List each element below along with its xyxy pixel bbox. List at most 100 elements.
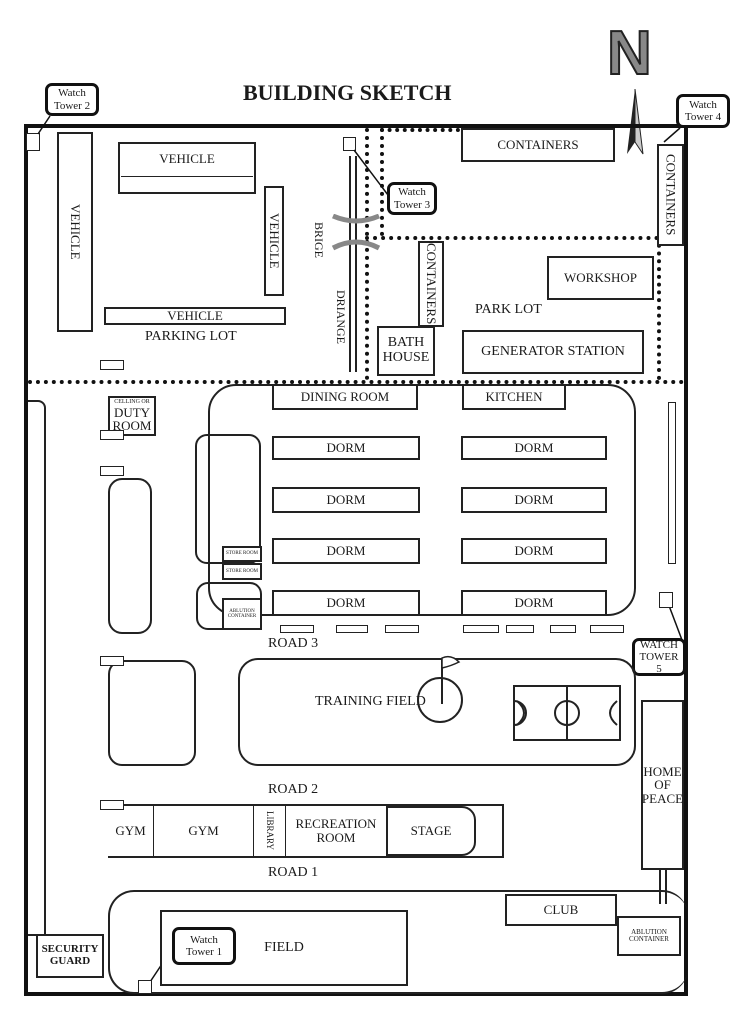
training-field-label: TRAINING FIELD [315, 694, 426, 709]
callout-watch-tower-4: Watch Tower 4 [676, 94, 730, 128]
store-room-2-label: STORE ROOM [226, 568, 258, 574]
dorm-4-label: DORM [514, 492, 554, 508]
dorm-3: DORM [272, 487, 420, 513]
security-guard: SECURITY GUARD [36, 934, 104, 978]
generator-station: GENERATOR STATION [462, 330, 644, 374]
vehicle-top-inner [121, 176, 253, 191]
containers-top-label: CONTAINERS [497, 137, 579, 153]
dotted-divider-inner [365, 236, 675, 240]
flag-circle-icon [417, 655, 463, 723]
stage: STAGE [386, 806, 476, 856]
ablution-container: ABLUTION CONTAINER [617, 916, 681, 956]
left-marker-5 [100, 800, 124, 810]
containers-mid-label: CONTAINERS [423, 243, 439, 325]
drainage-label: DRIANGE [334, 290, 348, 344]
dotted-divider-right [657, 236, 661, 380]
gym-2: GYM [154, 806, 254, 856]
watch-tower-3-marker [343, 137, 356, 151]
vehicle-top: VEHICLE [118, 142, 256, 194]
callout-watch-tower-1: Watch Tower 1 [172, 927, 236, 965]
ablution-small-label: ABLUTION CONTAINER [227, 608, 257, 619]
dorm-compound [208, 384, 636, 616]
road3-dash-1 [280, 625, 314, 633]
training-field [238, 658, 636, 766]
duty-room-label: DUTY ROOM [112, 404, 152, 434]
vehicle-top-label: VEHICLE [159, 151, 215, 166]
parking-lot-label: PARKING LOT [145, 329, 237, 344]
recreation-room-label: RECREATION ROOM [295, 816, 377, 845]
vehicle-left-label: VEHICLE [67, 204, 83, 260]
dorm-4: DORM [461, 487, 607, 513]
dining-room-label: DINING ROOM [300, 389, 390, 405]
road3-dash-2 [336, 625, 368, 633]
vehicle-right: VEHICLE [264, 186, 284, 296]
dining-room: DINING ROOM [272, 384, 418, 410]
generator-station-label: GENERATOR STATION [481, 343, 625, 359]
gym-2-label: GYM [188, 823, 219, 839]
callout-watch-tower-2: Watch Tower 2 [45, 83, 99, 116]
north-letter: N [606, 18, 653, 89]
dotted-divider-dashed-top [380, 128, 460, 132]
bath-house-label: BATH HOUSE [382, 335, 430, 365]
dorm-1-label: DORM [326, 440, 366, 456]
road-3-label: ROAD 3 [268, 636, 319, 651]
ablution-container-small: ABLUTION CONTAINER [222, 598, 262, 630]
containers-right-label: CONTAINERS [663, 154, 679, 236]
containers-mid: CONTAINERS [418, 241, 444, 327]
dorm-8-label: DORM [514, 595, 554, 611]
dotted-divider-vertical-1 [365, 128, 369, 380]
containers-right: CONTAINERS [657, 144, 684, 246]
dorm-7-label: DORM [326, 595, 366, 611]
watch-tower-1-marker [138, 980, 152, 994]
site-boundary [24, 124, 688, 996]
left-marker-2 [100, 430, 124, 440]
callout-watch-tower-5: WATCH TOWER 5 [632, 638, 686, 676]
ablution-container-label: ABLUTION CONTAINER [629, 927, 669, 943]
road3-dash-7 [590, 625, 624, 633]
gym-1-label: GYM [115, 823, 146, 839]
vehicle-left: VEHICLE [57, 132, 93, 332]
duty-room: CELLING OR DUTY ROOM [108, 396, 156, 436]
dotted-divider-main [28, 380, 684, 384]
stage-label: STAGE [410, 823, 452, 839]
dorm-6-label: DORM [514, 543, 554, 559]
duty-room-small-label: CELLING OR [114, 399, 150, 406]
vehicle-bottom: VEHICLE [104, 307, 286, 325]
callout-watch-tower-3: Watch Tower 3 [387, 182, 437, 215]
right-bar [668, 402, 676, 564]
road3-dash-3 [385, 625, 419, 633]
workshop: WORKSHOP [547, 256, 654, 300]
left-rounded-area [195, 434, 261, 564]
watch-tower-2-marker [26, 133, 40, 151]
store-room-1-label: STORE ROOM [226, 551, 258, 557]
dorm-6: DORM [461, 538, 607, 564]
north-arrow-icon [627, 88, 644, 155]
left-marker-1 [100, 360, 124, 370]
home-of-peace-label: HOME OF PEACE [641, 763, 684, 806]
store-room-1: STORE ROOM [222, 546, 262, 562]
dorm-2-label: DORM [514, 440, 554, 456]
watch-tower-5-marker [659, 592, 673, 608]
dorm-7: DORM [272, 590, 420, 616]
page-title: BUILDING SKETCH [243, 80, 452, 105]
park-lot-label: PARK LOT [475, 302, 542, 317]
dorm-2: DORM [461, 436, 607, 460]
vehicle-bottom-label: VEHICLE [167, 308, 223, 324]
dorm-3-label: DORM [326, 492, 366, 508]
field-label: FIELD [264, 939, 304, 955]
left-parking-area-1 [108, 478, 152, 634]
road-1-label: ROAD 1 [268, 865, 319, 880]
left-parking-area-2 [108, 660, 196, 766]
dorm-5: DORM [272, 538, 420, 564]
recreation-room: RECREATION ROOM [286, 806, 386, 856]
field-area [108, 890, 688, 994]
containers-top: CONTAINERS [461, 128, 615, 162]
club-label: CLUB [543, 902, 579, 918]
bath-house: BATH HOUSE [377, 326, 435, 376]
club: CLUB [505, 894, 617, 926]
compass: N [605, 18, 665, 164]
road3-dash-4 [463, 625, 499, 633]
bridge-icon [331, 214, 381, 251]
dorm-1: DORM [272, 436, 420, 460]
kitchen: KITCHEN [462, 384, 566, 410]
